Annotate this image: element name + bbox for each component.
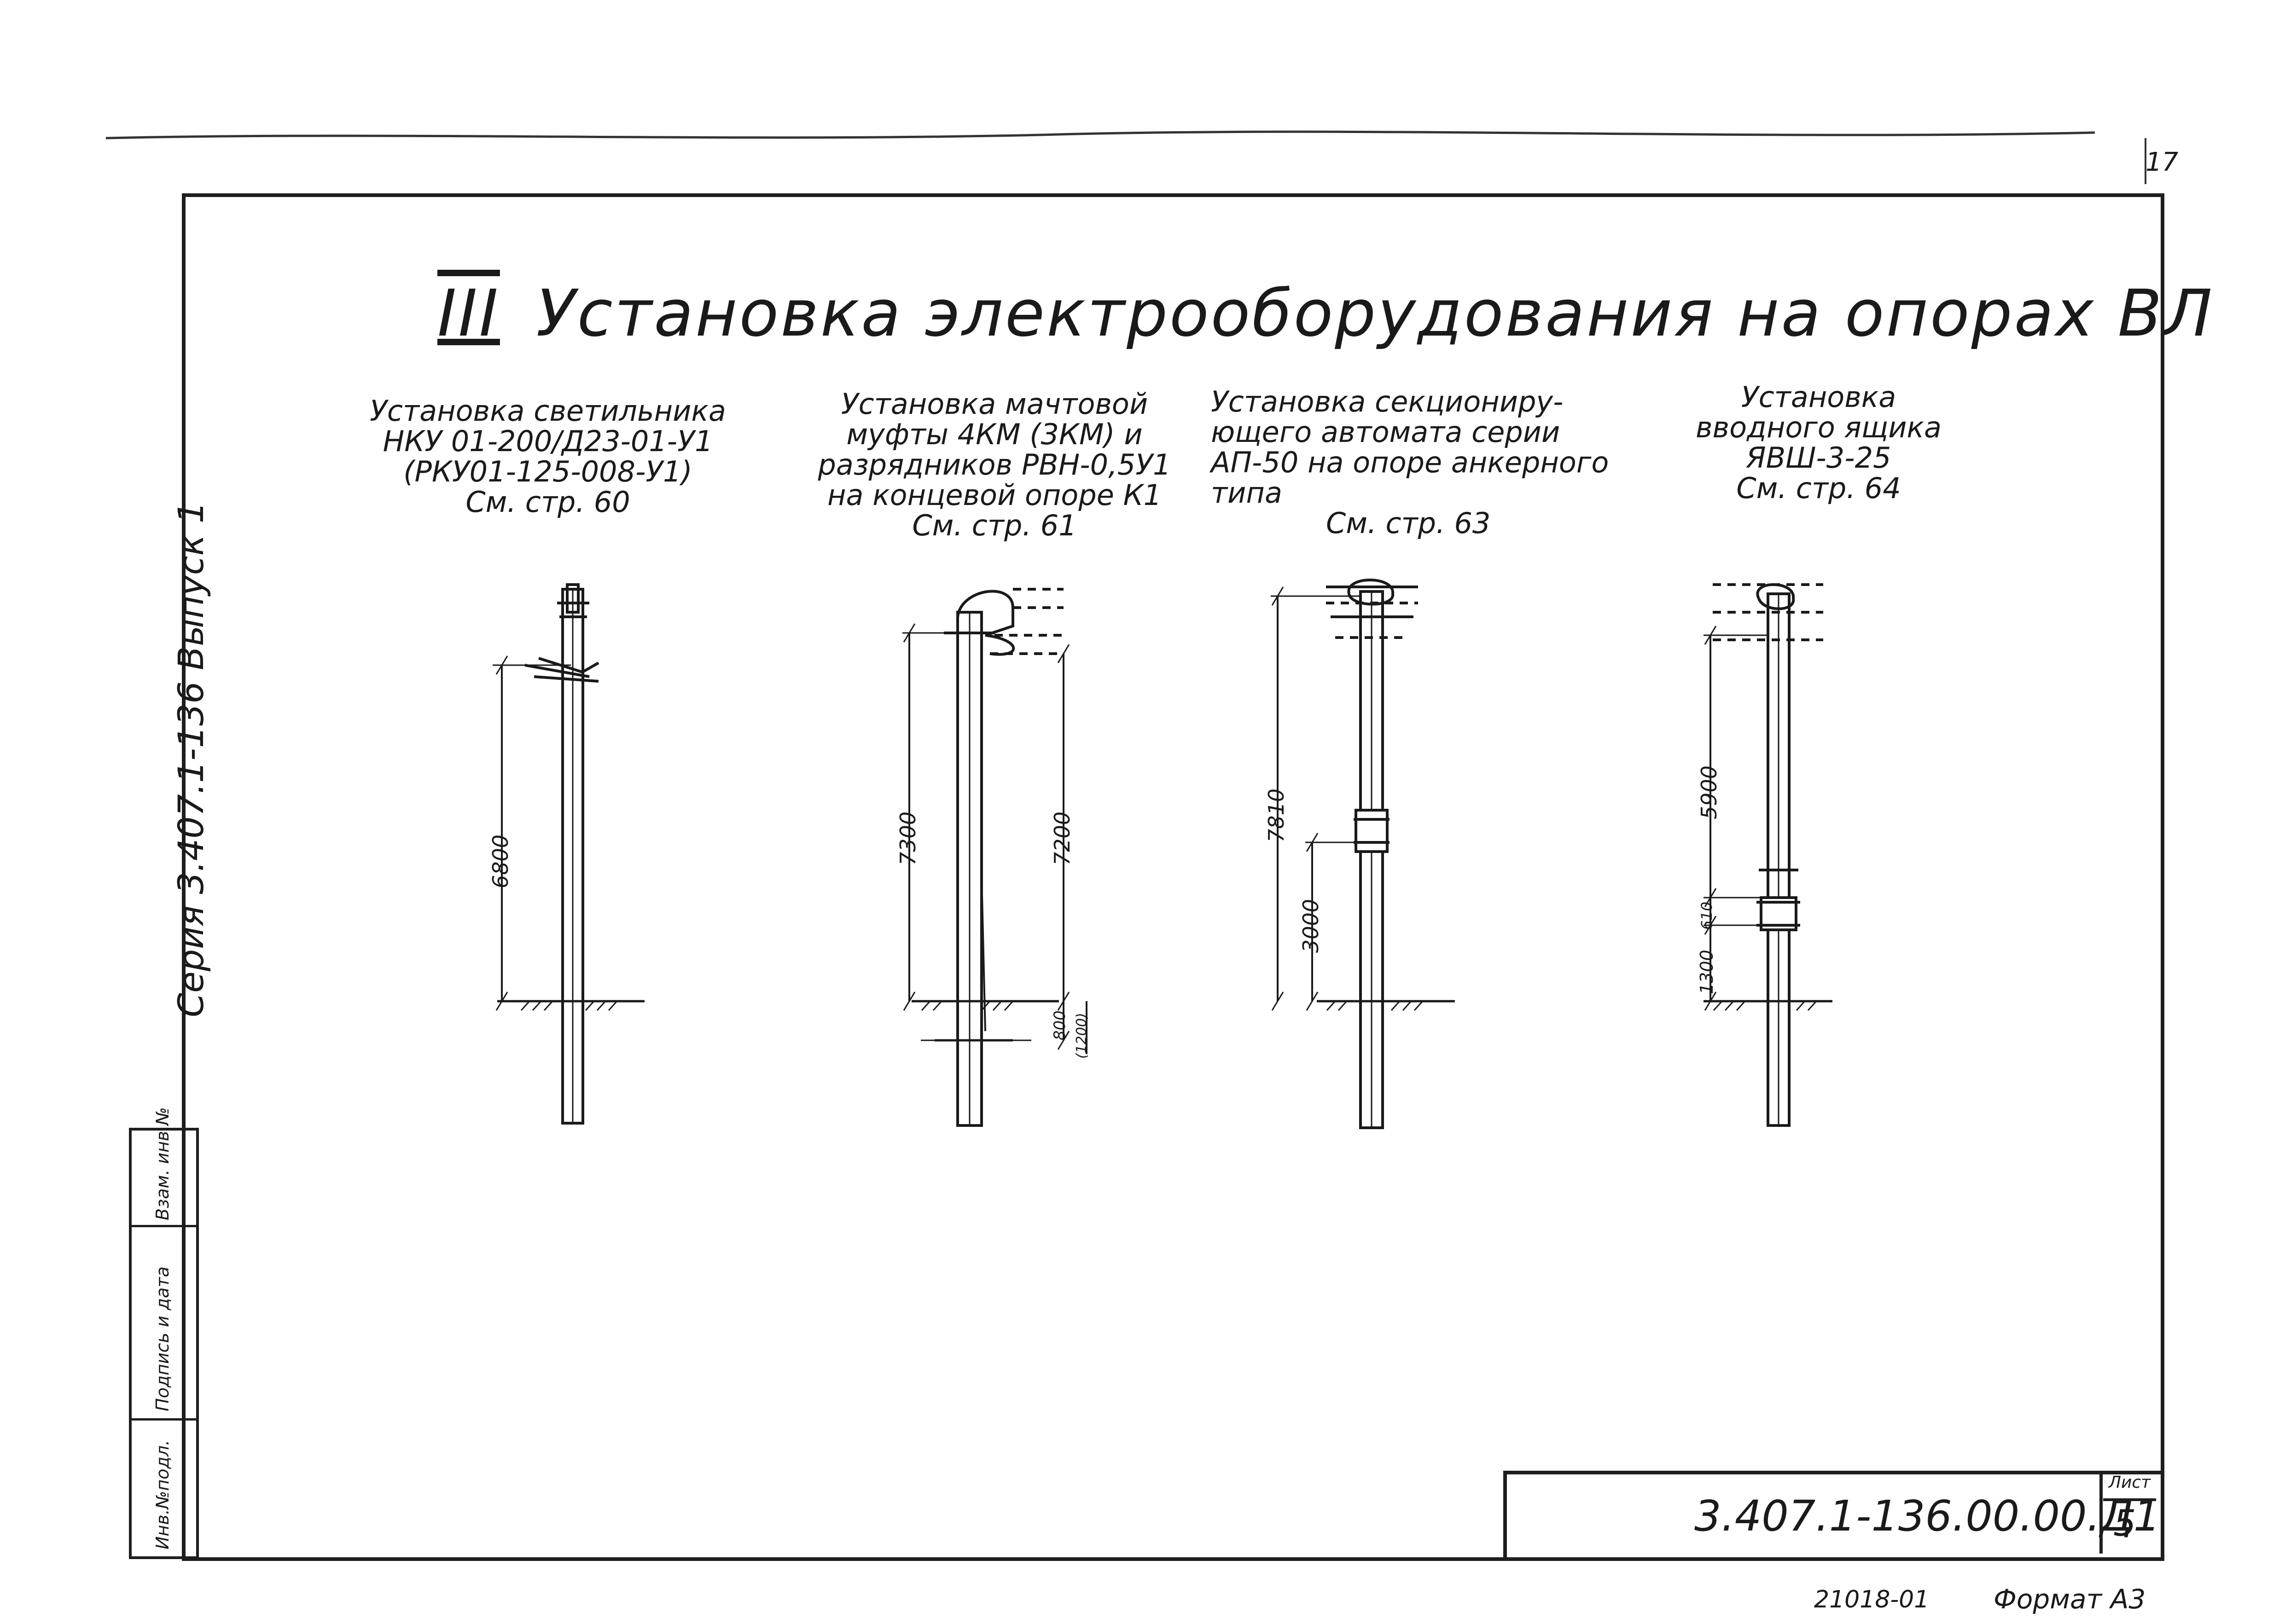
caption-line: НКУ 01-200/Д23-01-У1 xyxy=(383,424,713,458)
stamp-inv-podl: Инв.№подл. xyxy=(152,1439,173,1549)
dim-6800: 6800 xyxy=(488,834,513,888)
sheet-cell xyxy=(2099,1471,2160,1554)
drawing-frame xyxy=(182,193,2164,1561)
stamp-vzam: Взам. инв.№ xyxy=(152,1107,173,1220)
caption-line: Установка xyxy=(1741,380,1896,414)
dim-5900: 5900 xyxy=(1697,765,1721,819)
caption-line: на концевой опоре К1 xyxy=(827,478,1162,512)
caption-line: АП-50 на опоре анкерного xyxy=(1211,446,1609,479)
dim-7810: 7810 xyxy=(1264,788,1289,842)
dim-7300: 7300 xyxy=(895,811,920,865)
sheet-title: III Установка электрооборудования на опо… xyxy=(437,276,2214,351)
footer-code: 21018-01 xyxy=(1814,1586,1930,1613)
dim-800: 800 xyxy=(1051,1010,1069,1040)
caption-line: Установка секциониру- xyxy=(1211,385,1564,418)
footer-format: Формат А3 xyxy=(1994,1583,2146,1615)
caption-line: вводного ящика xyxy=(1696,411,1942,444)
caption-line: типа xyxy=(1211,476,1282,510)
stamp-cell-podpis: Подпись и дата xyxy=(132,1225,196,1421)
pole-input-box xyxy=(1704,583,1832,1127)
sheet-label: Лист xyxy=(2103,1473,2156,1501)
caption-breaker: Установка секциониру- ющего автомата сер… xyxy=(1211,387,1616,539)
caption-input-box: Установка вводного ящика ЯВШ-3-25 См. ст… xyxy=(1667,382,1971,504)
section-roman-numeral: III xyxy=(437,276,500,351)
stamp-podpis: Подпись и дата xyxy=(152,1266,173,1411)
caption-line: муфты 4КМ (3КМ) и xyxy=(846,418,1143,451)
series-label: Серия 3.407.1-136 Выпуск 1 xyxy=(170,501,211,1017)
caption-line: ЯВШ-3-25 xyxy=(1746,441,1891,475)
caption-line: Установка мачтовой xyxy=(841,387,1148,421)
caption-line: ющего автомата серии xyxy=(1211,415,1560,449)
caption-line: Установка светильника xyxy=(370,394,726,428)
caption-line: См. стр. 64 xyxy=(1736,471,1901,505)
approval-stamp: Взам. инв.№ Подпись и дата Инв.№подл. xyxy=(129,1107,199,1559)
stamp-cell-inv: Инв.№подл. xyxy=(132,1421,196,1554)
caption-line: См. стр. 61 xyxy=(912,509,1077,542)
corner-mark: 17 xyxy=(2145,147,2179,177)
pole-breaker xyxy=(1271,579,1455,1129)
title-text: Установка электрооборудования на опорах … xyxy=(536,276,2215,351)
dim-3000: 3000 xyxy=(1298,899,1323,953)
dim-7200: 7200 xyxy=(1050,811,1075,865)
dim-610: 610 xyxy=(1698,901,1715,930)
dim-1200: (1200) xyxy=(1074,1013,1090,1059)
pole-luminaire xyxy=(493,583,645,1125)
dim-1300: 1300 xyxy=(1697,950,1717,994)
caption-line: См. стр. 63 xyxy=(1326,506,1491,540)
document-number: 3.407.1-136.00.00.Д1 xyxy=(1694,1491,2161,1541)
caption-line: См. стр. 60 xyxy=(465,485,630,519)
pole-mast-coupling xyxy=(902,588,1087,1127)
caption-mast-coupling: Установка мачтовой муфты 4КМ (3КМ) и раз… xyxy=(801,389,1188,541)
sheet-number: 5 xyxy=(2113,1503,2136,1544)
caption-line: разрядников РВН-0,5У1 xyxy=(818,448,1171,481)
title-block xyxy=(1503,1471,2161,1557)
stamp-cell-vzam: Взам. инв.№ xyxy=(132,1107,196,1227)
caption-luminaire: Установка светильника НКУ 01-200/Д23-01-… xyxy=(355,396,741,517)
caption-line: (РКУ01-125-008-У1) xyxy=(403,455,692,488)
